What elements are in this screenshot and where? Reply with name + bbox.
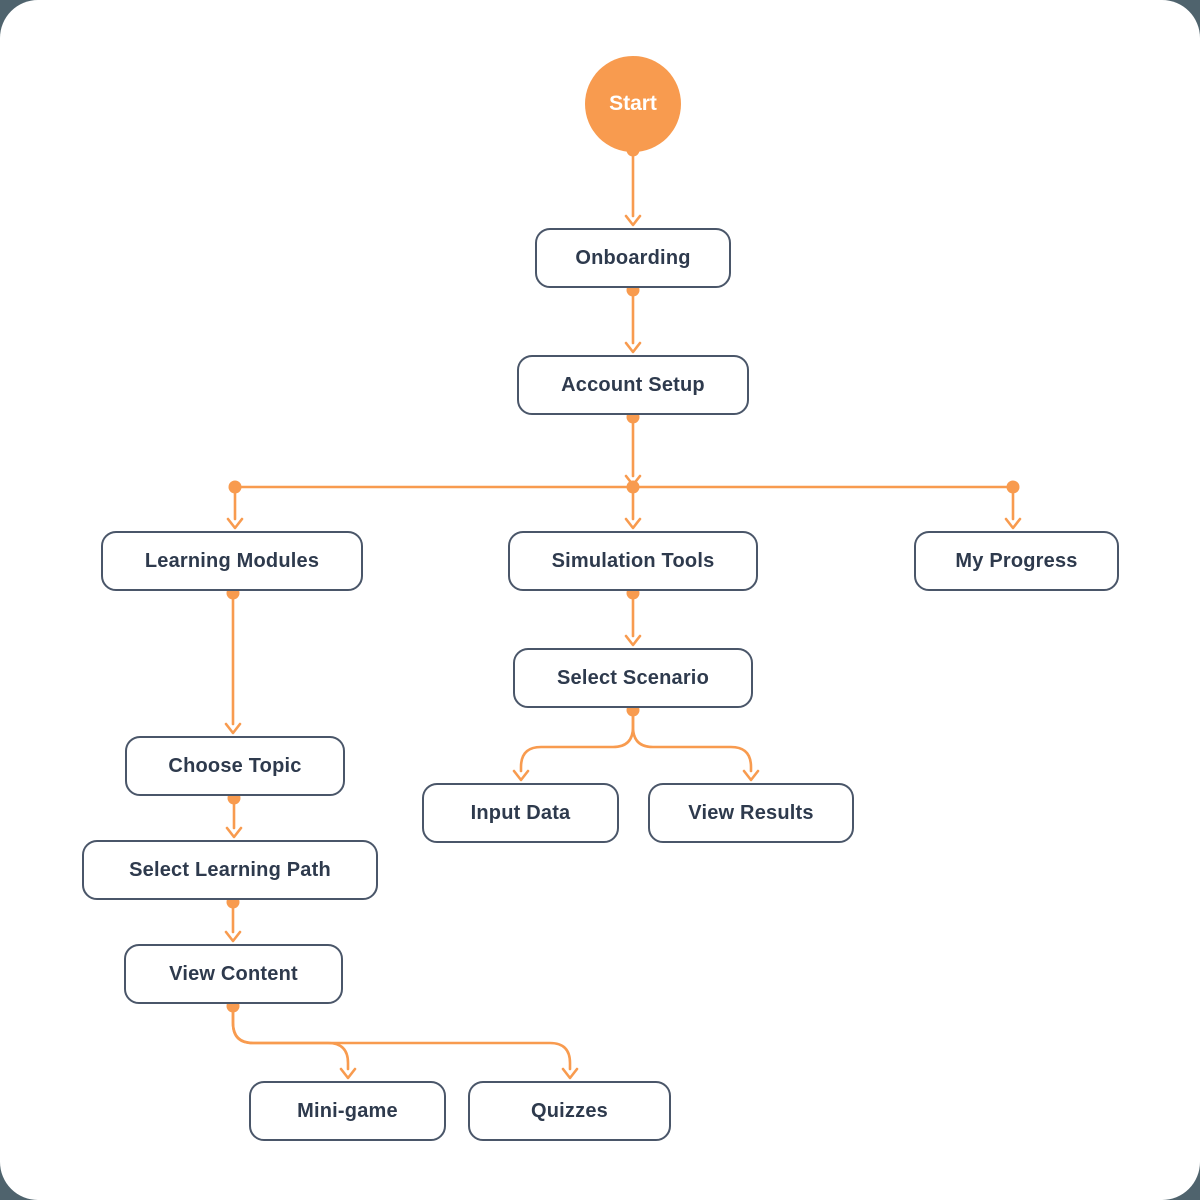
node-select-scenario-label: Select Scenario [557, 666, 709, 689]
node-start-label: Start [609, 92, 657, 115]
node-onboarding: Onboarding [535, 228, 731, 288]
node-account-setup-label: Account Setup [561, 373, 705, 396]
node-simulation-tools-label: Simulation Tools [551, 549, 715, 572]
node-learning-modules: Learning Modules [101, 531, 363, 591]
node-learning-modules-label: Learning Modules [144, 549, 320, 572]
node-input-data-label: Input Data [470, 801, 571, 824]
node-onboarding-label: Onboarding [575, 246, 691, 269]
node-view-results: View Results [648, 783, 854, 843]
node-choose-topic-label: Choose Topic [168, 754, 302, 777]
node-quizzes-label: Quizzes [531, 1099, 608, 1122]
node-start: Start [585, 56, 681, 152]
node-simulation-tools: Simulation Tools [508, 531, 758, 591]
node-view-content: View Content [124, 944, 343, 1004]
node-select-learning-path: Select Learning Path [82, 840, 378, 900]
node-my-progress-label: My Progress [955, 549, 1078, 572]
node-choose-topic: Choose Topic [125, 736, 345, 796]
node-account-setup: Account Setup [517, 355, 749, 415]
node-select-scenario: Select Scenario [513, 648, 753, 708]
node-quizzes: Quizzes [468, 1081, 671, 1141]
node-select-learning-path-label: Select Learning Path [129, 858, 331, 881]
node-view-results-label: View Results [688, 801, 814, 824]
node-my-progress: My Progress [914, 531, 1119, 591]
node-mini-game: Mini-game [249, 1081, 446, 1141]
node-mini-game-label: Mini-game [297, 1099, 398, 1122]
node-view-content-label: View Content [169, 962, 298, 985]
node-input-data: Input Data [422, 783, 619, 843]
